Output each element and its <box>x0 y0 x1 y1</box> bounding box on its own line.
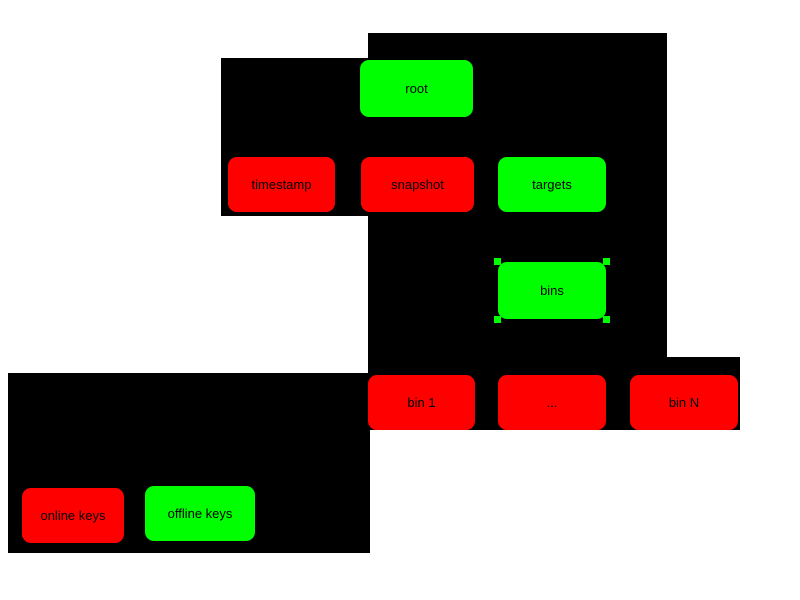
node-root[interactable]: root <box>360 60 473 117</box>
node-timestamp[interactable]: timestamp <box>228 157 335 212</box>
node-label: bin 1 <box>407 395 436 410</box>
node-label: bins <box>540 283 564 298</box>
node-bin-1[interactable]: bin 1 <box>368 375 475 430</box>
node-bin-n[interactable]: bin N <box>630 375 738 430</box>
node-label: root <box>405 81 428 96</box>
node-label: ... <box>546 395 558 410</box>
node-bins[interactable]: bins <box>494 258 610 323</box>
node-label: snapshot <box>391 177 444 192</box>
backdrop-top-right <box>368 33 667 58</box>
node-label: offline keys <box>167 506 233 521</box>
node-online-keys[interactable]: online keys <box>22 488 124 543</box>
node-label: timestamp <box>251 177 312 192</box>
node-label: online keys <box>40 508 106 523</box>
node-snapshot[interactable]: snapshot <box>361 157 474 212</box>
node-targets[interactable]: targets <box>498 157 606 212</box>
node-label: bin N <box>668 395 700 410</box>
node-bin-ellipsis[interactable]: ... <box>498 375 606 430</box>
node-offline-keys[interactable]: offline keys <box>145 486 255 541</box>
node-label: targets <box>532 177 572 192</box>
